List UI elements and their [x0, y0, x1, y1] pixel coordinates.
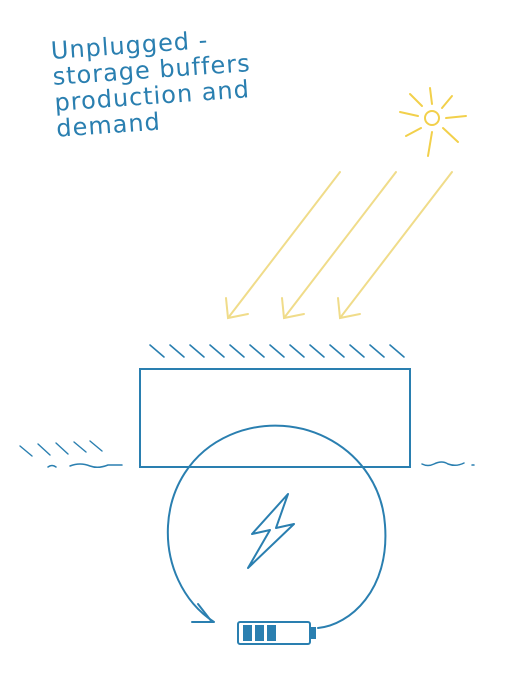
sunlight-arrows: [225, 171, 453, 320]
building-block: [139, 368, 411, 468]
storage-cycle-arrow: [166, 424, 387, 629]
sunlight-arrow-3: [337, 171, 453, 320]
roof-hatching: [149, 344, 405, 358]
ground-line: [47, 461, 475, 469]
ground-hatching-left: [19, 440, 103, 457]
battery-icon: [237, 621, 316, 645]
sun-icon: [399, 87, 467, 157]
sunlight-arrow-1: [225, 171, 341, 320]
lightning-bolt-icon: [247, 493, 295, 569]
sunlight-arrow-2: [281, 171, 397, 320]
